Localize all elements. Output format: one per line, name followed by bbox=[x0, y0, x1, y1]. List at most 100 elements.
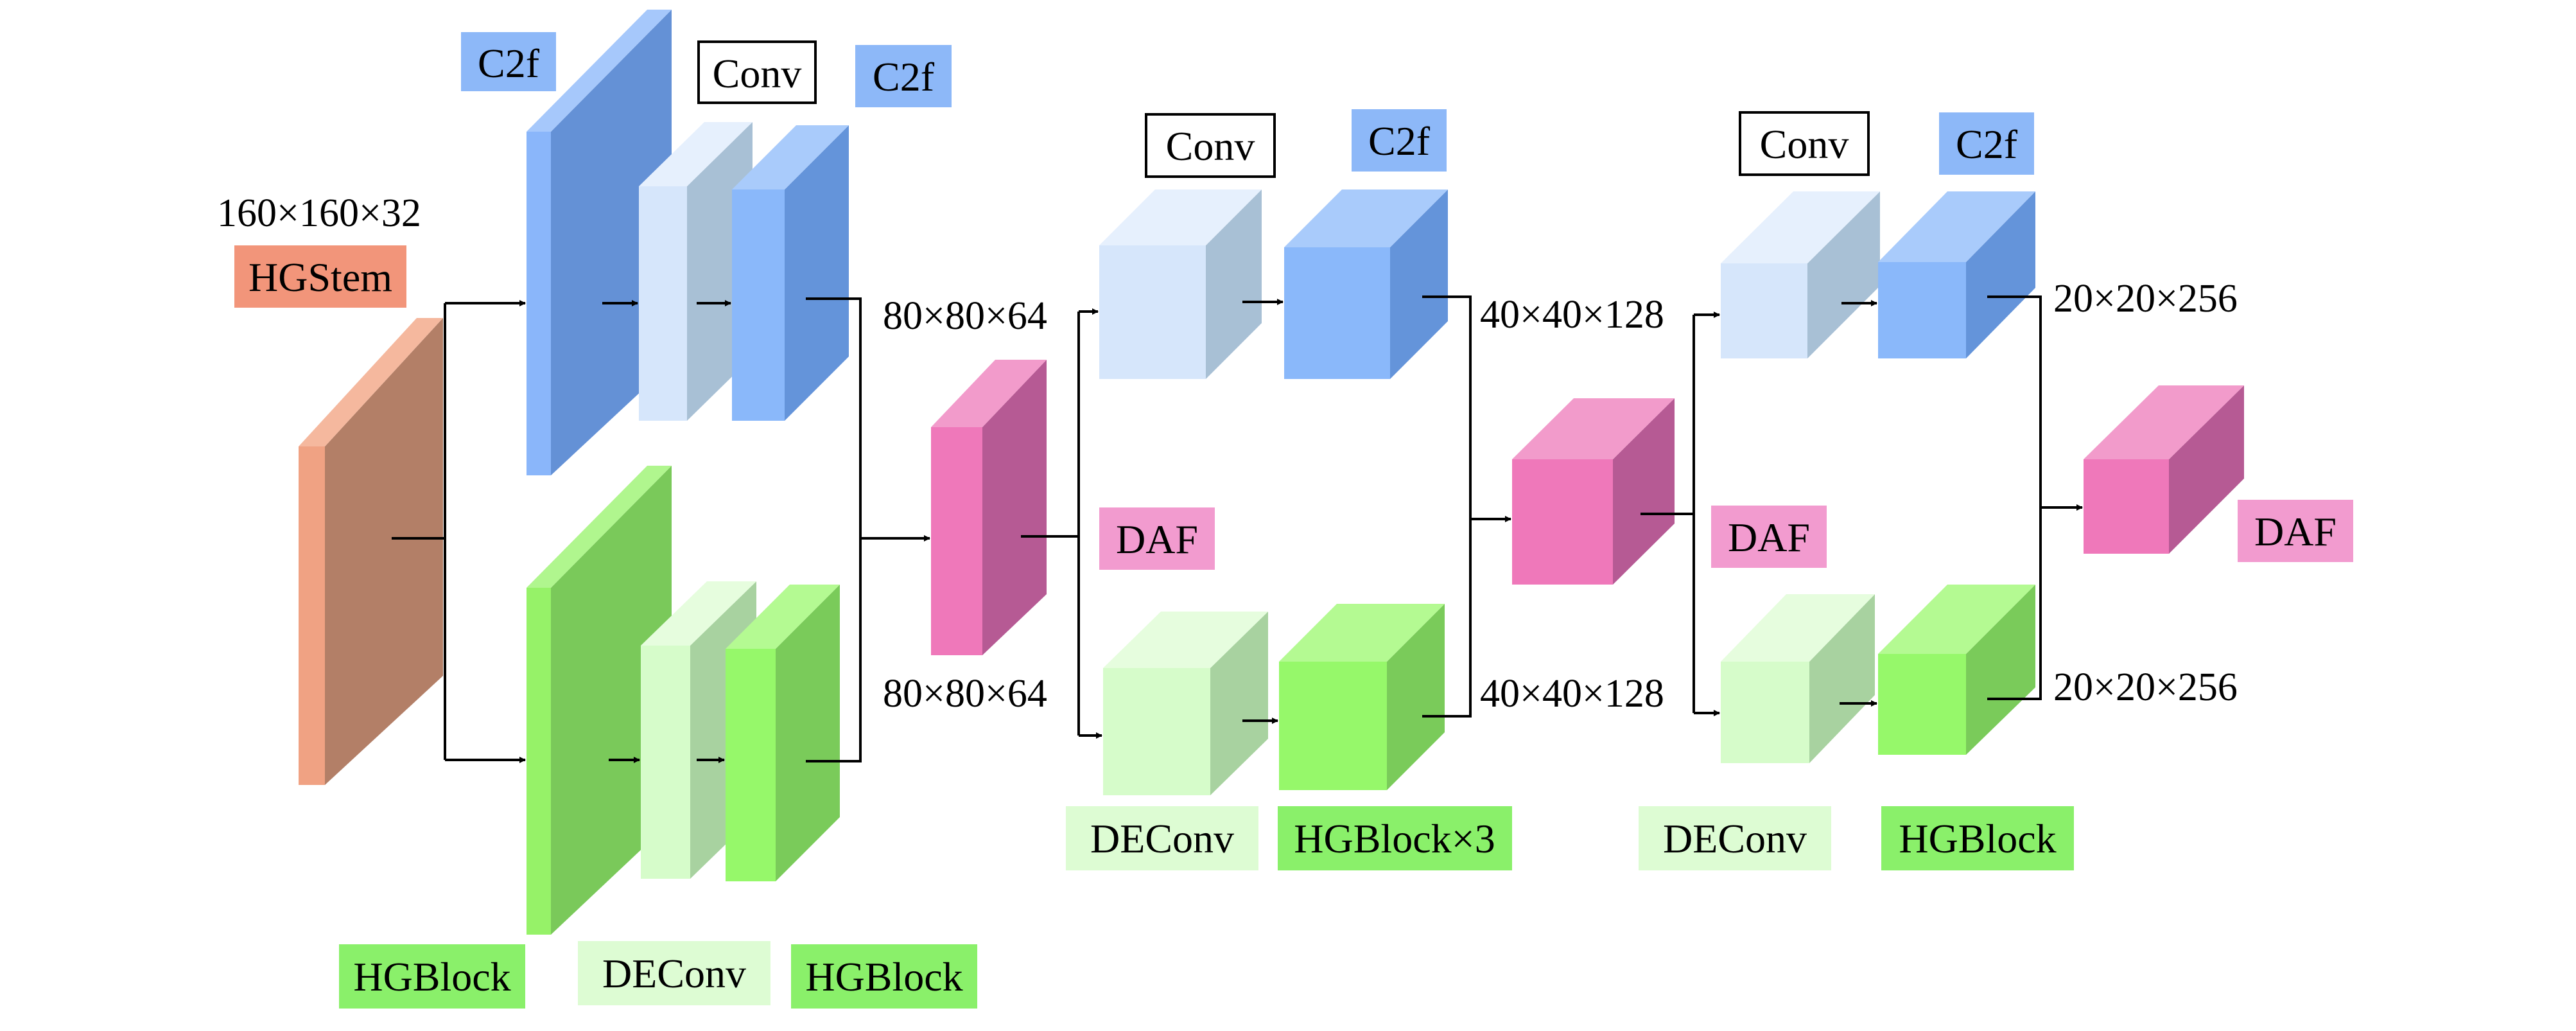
conv-block-3 bbox=[1721, 191, 1880, 358]
label-conv-2: Conv bbox=[1166, 123, 1255, 169]
conv-block-2-side bbox=[1206, 189, 1262, 379]
label-box-hgblock-3 bbox=[1881, 806, 2074, 870]
c2f-block-1-side bbox=[785, 125, 849, 421]
c2f-block-1 bbox=[732, 125, 849, 421]
deconv-block-3-front bbox=[1721, 662, 1809, 763]
hgblock-block-1 bbox=[726, 585, 840, 881]
c2f-block-2-front bbox=[1284, 247, 1390, 379]
hgblock-block-2-top bbox=[1279, 604, 1445, 662]
label-daf-2: DAF bbox=[1728, 515, 1810, 560]
label-conv-3: Conv bbox=[1760, 121, 1849, 167]
c2f-block-2-side bbox=[1390, 189, 1448, 379]
label-hgblock-3: HGBlock bbox=[1899, 816, 2056, 861]
hgblock-block-3 bbox=[1878, 585, 2035, 755]
label-box-hgstem bbox=[234, 245, 406, 308]
c2f-block-3 bbox=[1878, 191, 2035, 358]
dim-160: 160×160×32 bbox=[217, 191, 421, 235]
label-c2f-1: C2f bbox=[873, 54, 935, 100]
daf-block-2 bbox=[1512, 398, 1675, 585]
daf-block-2-front bbox=[1512, 459, 1613, 585]
daf-block-2-side bbox=[1613, 398, 1675, 585]
label-box-conv-3 bbox=[1739, 111, 1870, 176]
label-box-daf-3 bbox=[2238, 500, 2353, 562]
c2f-block-1-top bbox=[732, 125, 849, 189]
label-box-daf-2 bbox=[1711, 506, 1827, 568]
label-deconv-2: DEConv bbox=[1090, 816, 1234, 861]
label-daf-1: DAF bbox=[1116, 516, 1198, 562]
connector-merge-1 bbox=[806, 297, 862, 762]
c2f-large-top bbox=[527, 10, 672, 132]
daf-block-3-top bbox=[2084, 385, 2244, 459]
deconv-block-1-front bbox=[641, 646, 690, 879]
connector-merge-3 bbox=[1987, 295, 2042, 700]
label-box-conv-1 bbox=[697, 40, 817, 104]
label-box-hgblock-large bbox=[339, 944, 525, 1009]
dim-40-bottom: 40×40×128 bbox=[1480, 672, 1664, 716]
daf-block-3 bbox=[2084, 385, 2244, 554]
daf-block-1 bbox=[931, 360, 1047, 655]
c2f-block-3-side bbox=[1966, 191, 2035, 358]
label-deconv-1: DEConv bbox=[602, 951, 746, 996]
label-hgblock-1: HGBlock bbox=[805, 954, 962, 1000]
deconv-block-2 bbox=[1103, 612, 1268, 795]
conv-block-3-top bbox=[1721, 191, 1880, 263]
label-c2f-large: C2f bbox=[478, 40, 540, 86]
conv-block-2-front bbox=[1099, 245, 1206, 379]
label-c2f-2: C2f bbox=[1368, 118, 1431, 164]
label-box-deconv-1 bbox=[578, 941, 770, 1005]
hgblock-block-3-top bbox=[1878, 585, 2035, 654]
label-box-deconv-2 bbox=[1066, 806, 1258, 870]
dim-40-top: 40×40×128 bbox=[1480, 293, 1664, 337]
label-box-hgblock-1 bbox=[791, 944, 977, 1009]
label-box-c2f-large bbox=[461, 32, 556, 91]
label-boxes bbox=[234, 32, 2353, 1009]
c2f-large-front bbox=[527, 132, 551, 475]
deconv-block-3-top bbox=[1721, 594, 1875, 662]
connectors bbox=[392, 295, 2083, 763]
label-daf-3: DAF bbox=[2254, 509, 2337, 554]
label-box-c2f-1 bbox=[855, 45, 952, 107]
hgblock-large-top bbox=[527, 466, 672, 588]
daf-block-1-top bbox=[931, 360, 1047, 427]
hgstem-top bbox=[299, 318, 443, 446]
conv-block-1-front bbox=[639, 186, 687, 421]
hgblock-block-2 bbox=[1279, 604, 1445, 790]
label-c2f-3: C2f bbox=[1956, 121, 2018, 167]
hgblock-block-3-front bbox=[1878, 654, 1966, 755]
deconv-block-3-side bbox=[1809, 594, 1875, 763]
daf-block-3-front bbox=[2084, 459, 2169, 554]
label-hgblock-large: HGBlock bbox=[353, 954, 510, 1000]
hgstem-block bbox=[299, 318, 443, 785]
daf-block-3-side bbox=[2169, 385, 2244, 554]
conv-block-3-side bbox=[1807, 191, 1880, 358]
deconv-block-2-side bbox=[1210, 612, 1268, 795]
c2f-block-2-top bbox=[1284, 189, 1448, 247]
label-box-c2f-3 bbox=[1939, 112, 2034, 175]
label-hgstem: HGStem bbox=[248, 254, 392, 300]
label-box-hgblock-x3 bbox=[1278, 806, 1512, 870]
conv-block-2 bbox=[1099, 189, 1262, 379]
dim-20-bottom: 20×20×256 bbox=[2053, 665, 2238, 709]
label-box-daf-1 bbox=[1099, 507, 1215, 570]
label-box-c2f-2 bbox=[1352, 109, 1447, 172]
c2f-block-3-top bbox=[1878, 191, 2035, 262]
hgblock-large-front bbox=[527, 588, 551, 935]
c2f-block-1-front bbox=[732, 189, 785, 421]
deconv-block-3 bbox=[1721, 594, 1875, 763]
hgblock-block-1-front bbox=[726, 649, 776, 881]
conv-block-1-top bbox=[639, 122, 753, 186]
dim-20-top: 20×20×256 bbox=[2053, 277, 2238, 321]
deconv-block-2-top bbox=[1103, 612, 1268, 668]
label-conv-1: Conv bbox=[713, 51, 802, 96]
daf-block-2-top bbox=[1512, 398, 1675, 459]
daf-block-1-front bbox=[931, 427, 982, 655]
daf-block-1-side bbox=[982, 360, 1047, 655]
conv-block-2-top bbox=[1099, 189, 1262, 245]
label-deconv-3: DEConv bbox=[1663, 816, 1807, 861]
deconv-block-2-front bbox=[1103, 668, 1210, 795]
c2f-block-2 bbox=[1284, 189, 1448, 379]
label-box-deconv-3 bbox=[1639, 806, 1831, 870]
hgblock-block-3-side bbox=[1966, 585, 2035, 755]
hgblock-block-1-side bbox=[776, 585, 840, 881]
